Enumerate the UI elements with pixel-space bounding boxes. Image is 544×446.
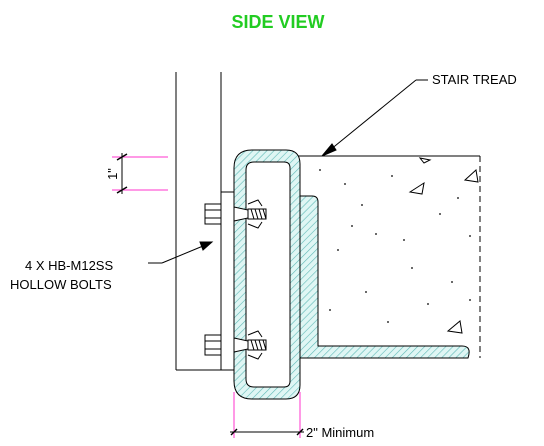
stair-tread-leader [321, 79, 428, 157]
min-dimension [230, 392, 304, 438]
stringer-rhs [233, 149, 301, 400]
stair-tread-label: STAIR TREAD [432, 72, 517, 87]
angle-bracket [297, 195, 470, 359]
aggregate-marks [408, 157, 479, 334]
post-column [175, 72, 222, 371]
base-plate [220, 191, 235, 371]
bolts-leader [148, 241, 214, 264]
bolts-label-line2: HOLLOW BOLTS [10, 277, 112, 292]
title: SIDE VIEW [231, 12, 324, 32]
edge-dimension [112, 153, 168, 194]
bolts-label-line1: 4 X HB-M12SS [25, 258, 113, 273]
min-dimension-label: 2" Minimum [306, 425, 374, 440]
edge-dimension-label: 1" [105, 168, 120, 180]
stair-tread-body [297, 155, 481, 358]
hollow-bolt-upper [204, 199, 267, 229]
hollow-bolt-lower [204, 330, 267, 360]
aggregate-dots [319, 169, 471, 323]
